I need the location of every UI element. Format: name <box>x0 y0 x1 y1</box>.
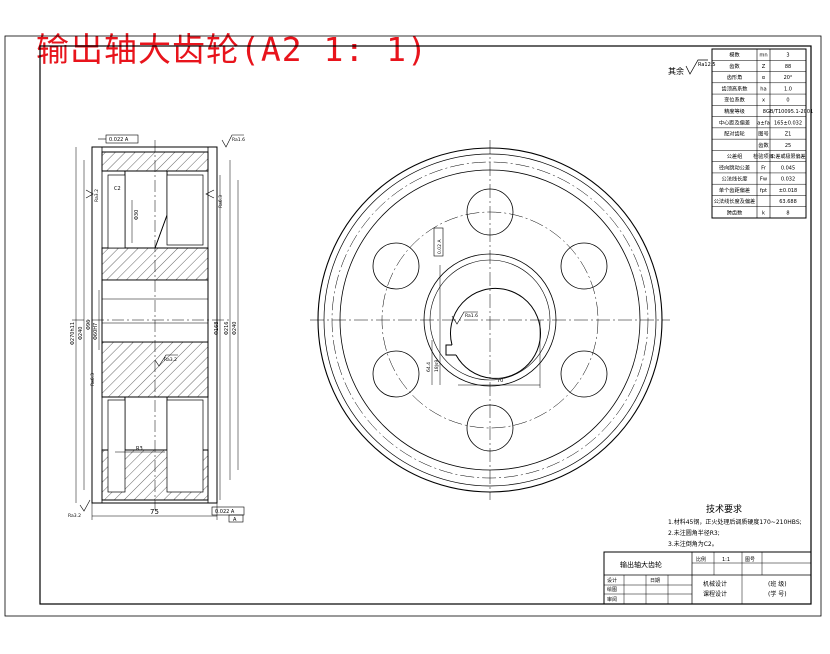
datum-label: A <box>233 517 237 523</box>
keyway-tolerance: 0.02 A <box>437 239 443 254</box>
table-row-symbol: mn <box>759 53 767 59</box>
table-row-label: 变位系数 <box>724 96 746 104</box>
outer-border <box>4 35 822 617</box>
ratio-value: 1:1 <box>722 557 730 563</box>
table-row-symbol: x <box>762 98 765 104</box>
hole-width: Φ30 <box>134 210 140 220</box>
ra-bottom-left: Ra3.2 <box>68 513 81 519</box>
dia-extra: Φ240 <box>232 322 238 335</box>
table-row-symbol: 图号 <box>758 131 768 138</box>
table-row-label: 公法线长度 <box>722 175 748 183</box>
dia-inner: Φ216 <box>224 322 230 335</box>
table-row-symbol: 齿数 <box>758 141 769 149</box>
drawing-title: 输出轴大齿轮(A2 1: 1) <box>36 30 428 69</box>
table-row-value: 3 <box>786 53 789 59</box>
table-row-label: 公差组 <box>727 152 743 160</box>
table-row-value: ±0.018 <box>779 188 798 194</box>
table-row-symbol: fpt <box>760 188 767 194</box>
ra-left-upper: Ra3.2 <box>94 189 100 202</box>
dia-outer: Φ270h11 <box>70 322 76 345</box>
title-row-3: 审阅 <box>607 596 617 603</box>
keyway-width: 18Js9 <box>434 360 440 372</box>
drawing-no-label: 图号 <box>745 557 755 563</box>
table-row-value: 165±0.032 <box>774 120 802 126</box>
tolerance-bottom: 0.022 A <box>215 509 235 515</box>
title-block-text: 输出轴大齿轮 比例 1:1 图号 设计 绘图 审阅 日期 机械设计 课程设计 (… <box>607 556 787 603</box>
table-row-label: 配对齿轮 <box>724 130 745 138</box>
table-row-label: 齿形角 <box>727 73 743 81</box>
dia-holes: Φ168 <box>214 322 220 335</box>
front-view-labels: 0.02 A 18Js9 64.4 Ra1.6 70 <box>426 227 503 384</box>
table-row-value: 20° <box>784 75 793 81</box>
table-row-symbol: Fw <box>760 177 768 183</box>
table-row-value: 0 <box>786 98 789 104</box>
tech-item-3: 3.未注倒角为C2。 <box>668 540 718 548</box>
table-row-value: 8 <box>786 210 789 216</box>
table-row-value: Z1 <box>785 132 792 138</box>
table-row-label: 公法线长度及偏差 <box>714 197 756 205</box>
tolerance-top: 0.022 A <box>109 137 129 143</box>
table-row-symbol: a±fa <box>757 120 770 126</box>
part-name: 输出轴大齿轮 <box>620 560 662 569</box>
table-row-value: 88 <box>785 64 791 70</box>
dia-rim: Φ240 <box>78 327 84 340</box>
title-row-2: 绘图 <box>607 586 617 593</box>
table-row-label: 中心距及偏差 <box>719 118 750 126</box>
table-row-label: 单个齿距偏差 <box>719 186 750 194</box>
width-dimension: 75 <box>150 508 159 516</box>
roughness-main-label: Ra12.5 <box>698 62 716 68</box>
table-row-value: 0.032 <box>781 177 795 183</box>
keyway-depth: 64.4 <box>426 362 432 372</box>
course-line-2: 课程设计 <box>703 590 727 598</box>
table-row-symbol: k <box>762 210 765 216</box>
hub-dimension: 70 <box>497 378 503 384</box>
ratio-label: 比例 <box>696 556 706 563</box>
chamfer-label: C2 <box>114 186 121 192</box>
gear-section-view <box>72 140 239 520</box>
class-label: (班 级) <box>768 580 787 588</box>
dia-bore: Φ60H7 <box>93 323 99 340</box>
gear-front-view <box>310 140 670 500</box>
table-row-value: 1.0 <box>784 86 792 92</box>
table-row-symbol: α <box>762 75 766 81</box>
general-roughness: 其余 Ra12.5 <box>668 59 716 76</box>
table-row-value: 8GB/T10095.1-2001 <box>763 109 813 115</box>
title-block <box>603 551 812 605</box>
table-row-value: 0.045 <box>781 165 795 171</box>
title-row-1: 设计 <box>607 577 617 584</box>
student-label: (学 号) <box>768 590 787 598</box>
table-row-value: 公差或极限偏差 <box>770 153 805 160</box>
table-row-label: 齿顶高系数 <box>722 84 749 92</box>
table-row-symbol: 检验项目 <box>753 152 774 160</box>
table-row-label: 精度等级 <box>724 107 745 115</box>
table-row-value: 63.688 <box>779 199 797 205</box>
ra-bore: Ra3.2 <box>164 357 177 363</box>
tech-item-2: 2.未注圆角半径R3; <box>668 529 720 537</box>
table-row-label: 径向跳动公差 <box>719 163 750 171</box>
course-line-1: 机械设计 <box>703 580 727 588</box>
ra-left-lower: Ra6.3 <box>90 373 96 386</box>
table-row-label: 齿数 <box>729 62 740 70</box>
date-label: 日期 <box>650 578 660 584</box>
gear-parameter-table: 模数 mn 3 齿数 Z 88 齿形角 α 20° 齿顶高系数 ha 1.0 变位系数 x 0 精度等级 8GB… <box>711 48 813 219</box>
inner-frame <box>39 45 812 605</box>
ra-top-right: Ra1.6 <box>232 137 245 143</box>
table-row-value: 25 <box>785 143 791 149</box>
table-row-symbol: Fr <box>761 165 767 171</box>
dia-hub: Φ96 <box>86 320 92 330</box>
table-row-label: 跨齿数 <box>727 208 743 216</box>
bore-roughness: Ra1.6 <box>465 313 478 319</box>
tech-item-1: 1.材料45钢，正火处理后调质硬度170~210HBS; <box>668 518 802 526</box>
section-view-labels: 0.022 A 0.022 A A Ra1.6 Ra3.2 Ra6.3 Ra3.… <box>68 134 245 523</box>
fillet-label: R3 <box>136 446 143 452</box>
ra-right-upper: Ra6.3 <box>218 195 224 208</box>
technical-requirements: 技术要求 1.材料45钢，正火处理后调质硬度170~210HBS; 2.未注圆角… <box>668 503 802 548</box>
roughness-other-label: 其余 <box>668 66 684 76</box>
table-row-label: 模数 <box>729 51 740 59</box>
tech-heading: 技术要求 <box>706 503 742 515</box>
table-row-symbol: ha <box>760 86 766 92</box>
table-row-symbol: Z <box>762 64 766 70</box>
